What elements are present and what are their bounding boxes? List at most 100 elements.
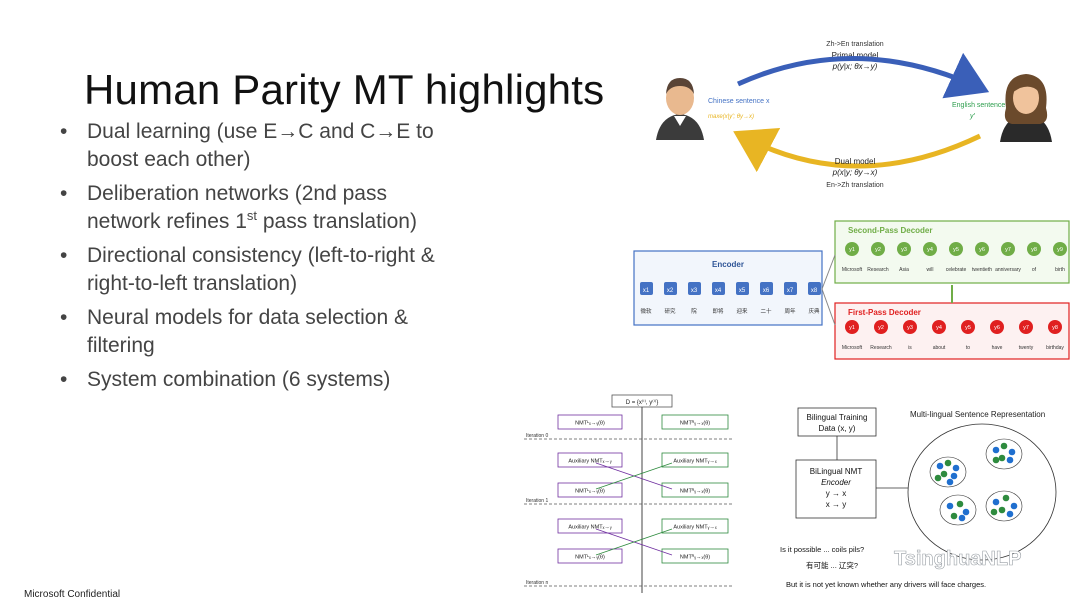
embedding-point (940, 470, 948, 478)
encoder-token: x8 (811, 288, 818, 294)
embedding-point (992, 446, 1000, 454)
first-pass-word: Microsoft (842, 345, 863, 351)
encoder-word: 二十 (760, 307, 772, 315)
second-pass-word: Research (867, 267, 889, 273)
cluster-outline (939, 494, 977, 526)
embedding-point (952, 464, 960, 472)
encoder-label: Encoder (712, 260, 744, 269)
encoder-word: 庆典 (808, 307, 820, 315)
dual-formula: p(x|y; θy→x) (832, 168, 878, 177)
second-pass-node (1001, 242, 1015, 256)
left-iteration-label: Auxiliary NMTₓ→ᵧ (568, 525, 612, 531)
embedding-point (1010, 502, 1018, 510)
right-iteration-box (661, 518, 729, 534)
cluster-outline (985, 438, 1023, 470)
iteration-0-label: Iteration 0 (526, 433, 548, 439)
right-iteration-box (661, 482, 729, 498)
first-pass-word: birthday (1046, 345, 1064, 351)
iteration-1-label: Iteration 1 (526, 498, 548, 504)
target-label: English sentence (952, 102, 1005, 109)
first-pass-word: is (908, 345, 912, 351)
encoder-token: x2 (667, 288, 674, 294)
first-pass-nodes: y1Microsofty2Researchy3isy4abouty5toy6ha… (842, 320, 1064, 351)
representation-space (907, 423, 1057, 561)
right-iteration-box (661, 414, 729, 430)
second-pass-node (1027, 242, 1041, 256)
first-pass-token: y1 (849, 325, 855, 331)
encoder-token: x5 (739, 288, 746, 294)
first-pass-node (1019, 320, 1033, 334)
bullet-system-combination: System combination (6 systems) (60, 366, 530, 394)
right-iteration-label: Auxiliary NMTᵧ→ₓ (673, 459, 716, 465)
first-pass-token: y3 (907, 325, 913, 331)
bullet-deliberation: Deliberation networks (2nd pass network … (60, 180, 530, 236)
first-pass-token: y7 (1023, 325, 1029, 331)
embedding-point (1002, 494, 1010, 502)
second-pass-node (949, 242, 963, 256)
encoder-token: x4 (715, 288, 722, 294)
first-pass-label: First-Pass Decoder (848, 308, 921, 317)
second-pass-token: y2 (875, 247, 881, 253)
iteration-n-label: Iteration n (526, 580, 548, 586)
second-pass-token: y4 (927, 247, 933, 253)
right-iteration-label: Auxiliary NMTᵧ→ₓ (673, 525, 716, 531)
woman-avatar-icon (1000, 74, 1052, 142)
bullet-directional: Directional consistency (left-to-right &… (60, 242, 530, 298)
first-pass-token: y8 (1052, 325, 1058, 331)
left-iteration-box (557, 518, 623, 534)
embedding-point (956, 500, 964, 508)
second-pass-node (845, 242, 859, 256)
encoder-token: x3 (691, 288, 698, 294)
embedding-point (1000, 442, 1008, 450)
embedding-point (950, 512, 958, 520)
iteration-boxes: NMTᴸₓ→ᵧ(θ) NMTᴿᵧ→ₓ(θ) Auxiliary NMTₓ→ᵧ Auxi… (557, 414, 729, 564)
embedding-point (944, 459, 952, 467)
watermark-text: TsinghuaNLP (894, 548, 1021, 570)
first-pass-token: y2 (878, 325, 884, 331)
man-avatar-icon (656, 78, 704, 140)
left-iteration-box (557, 482, 623, 498)
second-pass-token: y7 (1005, 247, 1011, 253)
second-pass-word: Asia (899, 267, 909, 273)
second-pass-word: celebrate (946, 267, 967, 273)
encoder-word: 周年 (784, 307, 796, 315)
embedding-point (936, 462, 944, 470)
second-pass-node (923, 242, 937, 256)
encoder-line2: Encoder (821, 478, 851, 487)
second-pass-word: anniversary (995, 267, 1021, 273)
embedding-point (934, 474, 942, 482)
sentence-bottom: But it is not yet known whether any driv… (786, 580, 986, 589)
first-pass-word: Research (870, 345, 892, 351)
second-pass-node (871, 242, 885, 256)
primal-formula: p(y|x; θx→y) (832, 62, 878, 71)
second-pass-token: y8 (1031, 247, 1037, 253)
embedding-point (950, 472, 958, 480)
dual-top-label: Zh->En translation (826, 41, 883, 48)
embedding-point (998, 506, 1006, 514)
multilingual-figure: Bilingual Training Data (x, y) BiLingual… (780, 407, 1057, 589)
source-formula: maxe(x|y′; θy→x) (708, 114, 754, 120)
encoder-word: 院 (691, 307, 697, 315)
first-pass-word: about (933, 345, 946, 351)
left-iteration-box (557, 414, 623, 430)
dual-learning-figure: Zh->En translation Primal model p(y|x; θ… (656, 41, 1052, 189)
iteration-figure: D = {x⁽ⁱ⁾, y⁽ⁱ⁾} NMTᴸₓ→ᵧ(θ)NMTᴿᵧ→ₓ(θ)Aux… (524, 394, 734, 593)
right-iteration-label: NMTᴿᵧ→ₓ(θ) (680, 488, 710, 495)
second-pass-word: birth (1055, 267, 1065, 273)
embedding-point (962, 508, 970, 516)
second-pass-token: y3 (901, 247, 907, 253)
encoder-line3: y → x (826, 489, 846, 498)
first-pass-word: have (992, 345, 1003, 351)
primal-label: Primal model (832, 51, 879, 60)
encoder-node (784, 282, 797, 295)
left-iteration-label: NMTᴸₓ→ᵧ(θ) (575, 420, 605, 427)
footer-confidential: Microsoft Confidential (24, 589, 121, 600)
right-iteration-box (661, 548, 729, 564)
encoder-node (808, 282, 821, 295)
second-pass-word: will (927, 267, 934, 273)
bullet-list: Dual learning (use E→C and C→E to boost … (60, 118, 530, 400)
left-iteration-box (557, 548, 623, 564)
encoder-to-first-arrow (821, 288, 836, 326)
second-pass-word: of (1032, 267, 1037, 273)
